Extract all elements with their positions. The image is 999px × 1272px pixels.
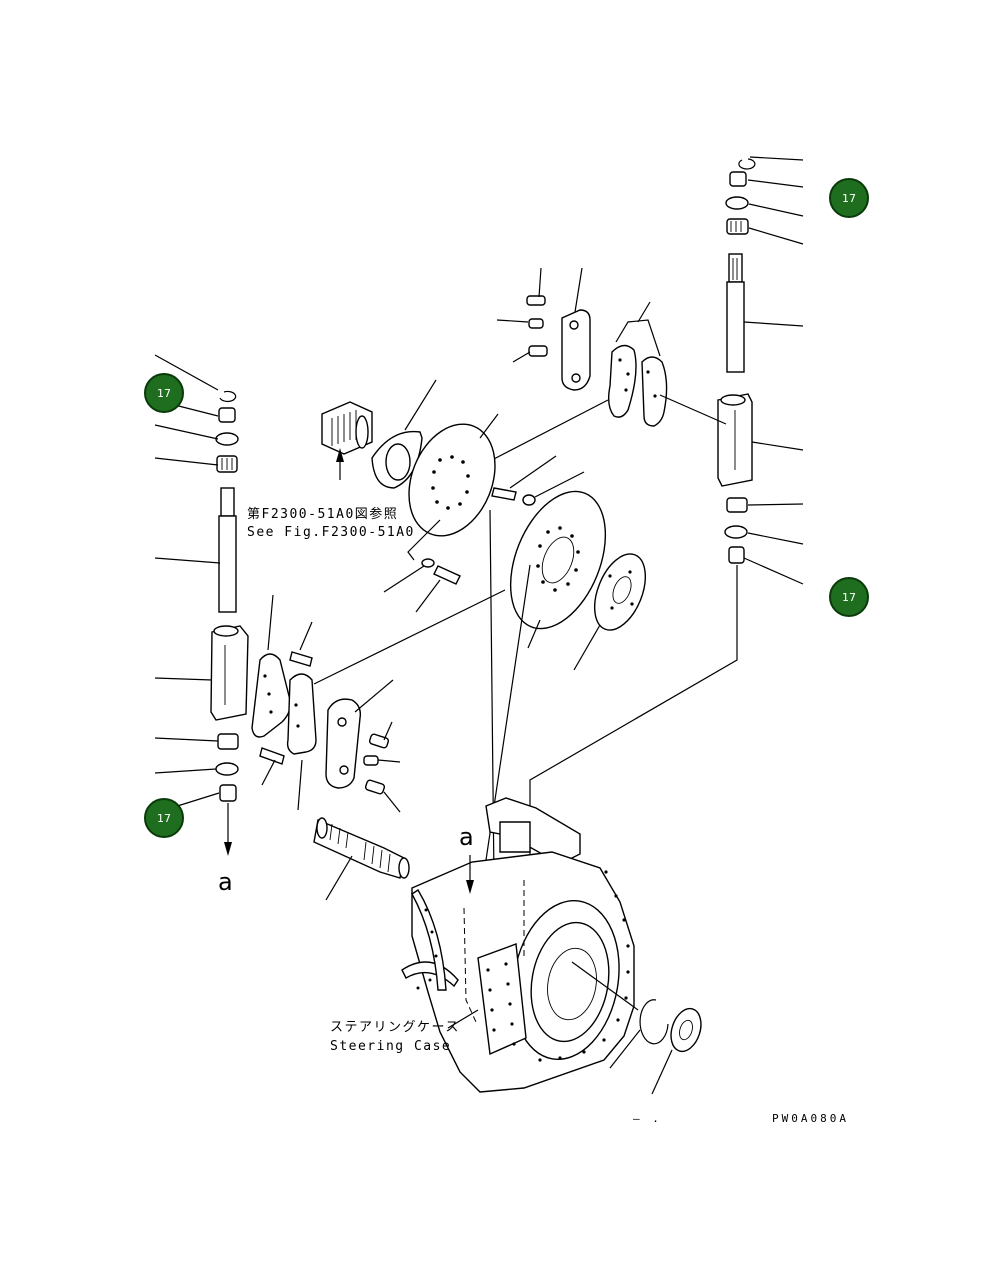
callout-text: 17 [842,192,856,205]
ref-label-en: See Fig.F2300-51A0 [247,525,415,540]
ref-label-jp: 第F2300-51A0図参照 [247,506,398,522]
view-letter-center: a [459,823,474,851]
callout-text: 17 [157,812,171,825]
lower-bracket [325,679,401,813]
spline-shaft [313,817,410,901]
callout-badge-left-bottom[interactable]: 17 [144,798,184,838]
case-label-en: Steering Case [330,1039,451,1054]
snap-ring-bottom [639,999,669,1045]
callout-badge-left-top[interactable]: 17 [144,373,184,413]
view-letter-left: a [218,868,233,896]
right-upper-stack [529,156,804,880]
brake-discs [383,413,647,881]
right-bottom-parts [571,961,702,1095]
snap-ring-right-top [738,158,756,170]
snap-ring-left [219,390,237,403]
drawing-dash: – . [633,1112,662,1125]
steering-case [401,797,635,1093]
drawing-code: PW0A080A [772,1112,849,1125]
callout-text: 17 [157,387,171,400]
callout-badge-right-bottom[interactable]: 17 [829,577,869,617]
case-label-jp: ステアリングケース [330,1020,460,1035]
brake-shoes-right [487,301,727,463]
hub-flange [321,379,437,489]
callout-text: 17 [842,591,856,604]
callout-badge-right-top[interactable]: 17 [829,178,869,218]
left-stack [154,354,249,856]
brake-levers-left [251,589,506,811]
top-bracket [496,267,591,391]
